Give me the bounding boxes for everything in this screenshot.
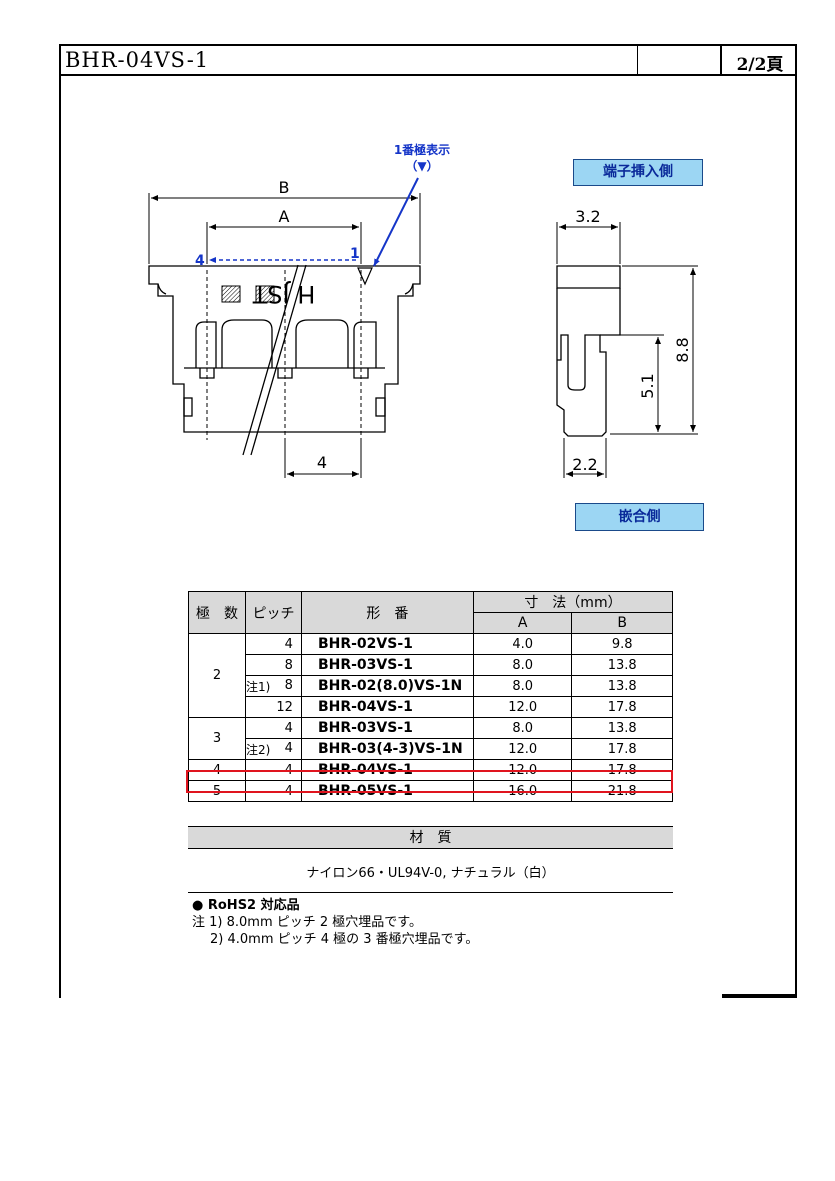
header-part: 形 番	[300, 591, 474, 634]
dim-b-cell: 13.8	[571, 675, 673, 697]
material-header: 材 質	[188, 826, 673, 849]
part-cell: BHR-04VS-1	[300, 696, 474, 718]
pitch-cell: 注2)4	[244, 738, 302, 760]
part-cell: BHR-02VS-1	[300, 633, 474, 655]
note-ref: 注2)	[245, 742, 271, 757]
hatch-mark	[221, 285, 241, 303]
pin1-marker-symbol: （▼）	[405, 158, 438, 173]
table-row: 注1)8 BHR-02(8.0)VS-1N 8.0 13.8	[189, 675, 673, 697]
header-b: B	[571, 612, 673, 634]
dim-b-cell: 17.8	[571, 696, 673, 718]
table-row: 8 BHR-03VS-1 8.0 13.8	[189, 654, 673, 676]
dim-b-cell: 17.8	[571, 738, 673, 760]
break-line	[250, 264, 307, 456]
side-bottom-label: 2.2	[572, 455, 597, 474]
side-width-label: 3.2	[575, 207, 600, 226]
pitch-label: 4	[317, 453, 327, 472]
pin1-triangle	[357, 267, 373, 286]
dim-b-label: B	[279, 178, 290, 197]
pin1-marker-label: 1番極表示	[394, 142, 450, 157]
pitch-cell: 12	[244, 696, 302, 718]
table-row: 注2)4 BHR-03(4-3)VS-1N 12.0 17.8	[189, 738, 673, 760]
dim-a-cell: 8.0	[472, 675, 573, 697]
break-line	[242, 264, 299, 456]
pin-end-label: 4	[195, 253, 205, 269]
pin-start-label: 1	[350, 246, 360, 262]
insert-side-label: 端子挿入側	[573, 159, 703, 186]
spec-table: 極 数 ピッチ 形 番 寸 法（mm） A B 2 4 BHR-02VS-1 4…	[188, 591, 674, 802]
note-1: 注 1) 8.0mm ピッチ 2 極穴埋品です。	[192, 915, 422, 930]
header-poles: 極 数	[188, 591, 246, 634]
title-divider	[720, 44, 722, 76]
frame-bottom	[722, 994, 797, 998]
side-lower-label: 5.1	[638, 373, 657, 398]
side-view	[556, 265, 621, 437]
note-ref: 注1)	[245, 679, 271, 694]
pitch-cell: 4	[244, 633, 302, 655]
rohs-note: ● RoHS2 対応品	[192, 898, 300, 913]
mating-side-label: 嵌合側	[575, 503, 704, 531]
side-height-label: 8.8	[673, 337, 692, 362]
dim-b-cell: 13.8	[571, 717, 673, 739]
note-2: 2) 4.0mm ピッチ 4 極の 3 番極穴埋品です。	[210, 932, 479, 947]
title-block	[59, 44, 797, 76]
poles-cell: 3	[188, 717, 246, 760]
header-pitch: ピッチ	[244, 591, 302, 634]
material-value: ナイロン66・UL94V-0, ナチュラル（白）	[306, 866, 555, 881]
dim-a-label: A	[279, 207, 290, 226]
header-dims: 寸 法（mm）	[472, 591, 674, 613]
frame-right	[795, 76, 797, 998]
hatch-mark	[255, 285, 275, 303]
jst-logo: H JST	[252, 280, 315, 308]
dim-a-cell: 8.0	[472, 717, 573, 739]
highlight-row	[186, 770, 673, 793]
page-number: 2/2頁	[736, 55, 784, 75]
part-cell: BHR-03VS-1	[300, 654, 474, 676]
pitch-cell: 注1)8	[244, 675, 302, 697]
dim-a-cell: 12.0	[472, 696, 573, 718]
part-cell: BHR-02(8.0)VS-1N	[300, 675, 474, 697]
drawing-title: BHR-04VS-1	[65, 48, 210, 72]
table-row: 3 4 BHR-03VS-1 8.0 13.8	[188, 717, 673, 760]
dim-a-cell: 4.0	[472, 633, 573, 655]
dim-b-cell: 13.8	[571, 654, 673, 676]
notes: ● RoHS2 対応品 注 1) 8.0mm ピッチ 2 極穴埋品です。 2) …	[192, 897, 478, 948]
title-divider	[637, 44, 638, 76]
dim-a-cell: 12.0	[472, 738, 573, 760]
pitch-cell: 4	[244, 717, 302, 739]
part-cell: BHR-03VS-1	[300, 717, 474, 739]
front-view	[148, 265, 421, 433]
pin1-callout-arrow	[373, 177, 419, 267]
dim-a-cell: 8.0	[472, 654, 573, 676]
table-row: 2 4 BHR-02VS-1 4.0 9.8	[188, 633, 673, 718]
table-row: 12 BHR-04VS-1 12.0 17.8	[189, 696, 673, 718]
header-a: A	[472, 612, 573, 634]
pitch-cell: 8	[244, 654, 302, 676]
part-cell: BHR-03(4-3)VS-1N	[300, 738, 474, 760]
material-divider	[188, 892, 673, 893]
poles-cell: 2	[188, 633, 246, 718]
dim-b-cell: 9.8	[571, 633, 673, 655]
frame-left	[59, 76, 61, 998]
